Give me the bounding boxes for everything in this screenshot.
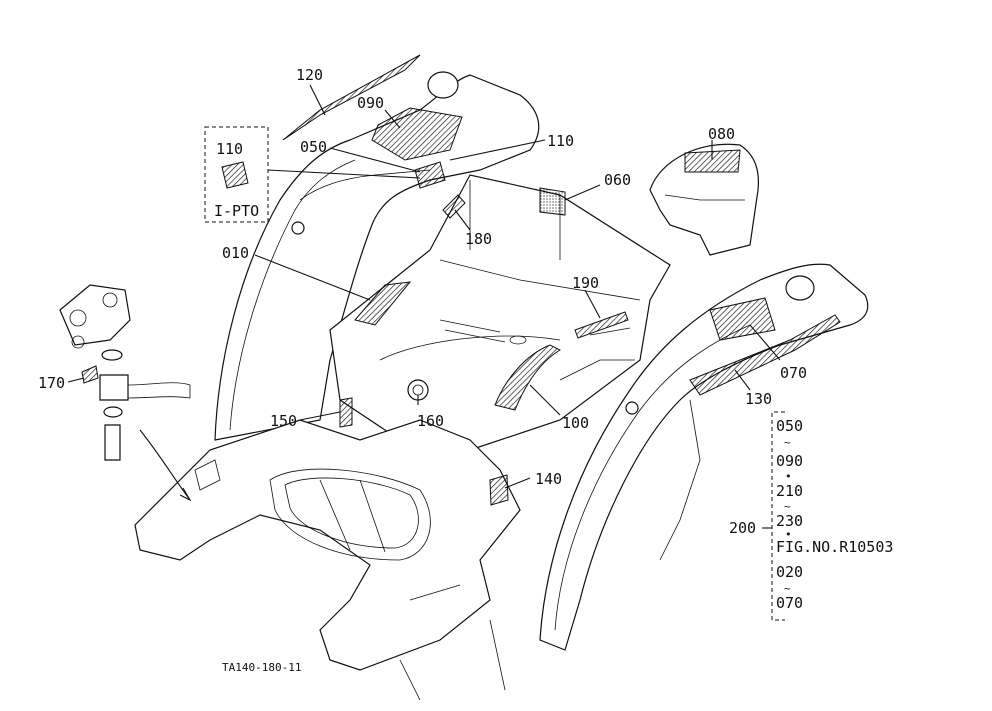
ref-210: 210 xyxy=(776,482,803,500)
callout-010: 010 xyxy=(222,244,249,262)
ref-sep-2: • xyxy=(785,470,792,483)
decal-110-inset xyxy=(221,161,249,189)
right-fender xyxy=(539,263,869,651)
i-pto-inset xyxy=(204,126,269,223)
callout-070: 070 xyxy=(780,364,807,382)
decal-080 xyxy=(684,149,741,173)
i-pto-label: I-PTO xyxy=(214,202,259,220)
seat-knob xyxy=(427,71,459,99)
ref-230: 230 xyxy=(776,512,803,530)
callout-110: 110 xyxy=(547,132,574,150)
fender-deck-assembly xyxy=(134,71,671,701)
ref-090: 090 xyxy=(776,452,803,470)
ref-sep-1: ~ xyxy=(784,436,791,449)
callout-200: 200 xyxy=(729,519,756,537)
decal-060 xyxy=(539,187,566,216)
callout-140: 140 xyxy=(535,470,562,488)
ref-070: 070 xyxy=(776,594,803,612)
ref-sep-5: ~ xyxy=(784,582,791,595)
ref-020: 020 xyxy=(776,563,803,581)
callout-060: 060 xyxy=(604,171,631,189)
callout-100: 100 xyxy=(562,414,589,432)
decal-070 xyxy=(709,297,776,341)
ref-sep-4: • xyxy=(785,528,792,541)
callout-120: 120 xyxy=(296,66,323,84)
callout-170: 170 xyxy=(38,374,65,392)
reference-list: 050 ~ 090 • 210 ~ 230 • FIG.NO.R10503 02… xyxy=(762,411,893,621)
decal-150 xyxy=(339,397,353,428)
ref-fig-no: FIG.NO.R10503 xyxy=(776,538,893,556)
decals xyxy=(221,54,841,506)
ref-sep-3: ~ xyxy=(784,500,791,513)
decal-010 xyxy=(354,281,412,326)
decal-180 xyxy=(442,194,466,219)
ref-050: 050 xyxy=(776,417,803,435)
decal-100 xyxy=(494,344,562,411)
callout-190: 190 xyxy=(572,274,599,292)
leader-lines xyxy=(67,84,781,489)
decal-050 xyxy=(414,161,446,189)
floor-plate xyxy=(134,419,521,671)
callout-110-inset: 110 xyxy=(216,140,243,158)
callout-labels: 120 090 050 110 110 080 060 180 010 190 … xyxy=(38,66,807,537)
callout-080: 080 xyxy=(708,125,735,143)
callout-130: 130 xyxy=(745,390,772,408)
callout-050: 050 xyxy=(300,138,327,156)
callout-180: 180 xyxy=(465,230,492,248)
hydraulic-valve xyxy=(59,284,192,502)
callout-150: 150 xyxy=(270,412,297,430)
decal-140 xyxy=(489,474,509,506)
callout-160: 160 xyxy=(417,412,444,430)
decal-130 xyxy=(689,314,841,396)
decal-190 xyxy=(574,311,629,339)
left-fender xyxy=(214,74,540,441)
drawing-code: TA140-180-11 xyxy=(222,661,301,674)
callout-090: 090 xyxy=(357,94,384,112)
decal-120 xyxy=(282,54,421,141)
